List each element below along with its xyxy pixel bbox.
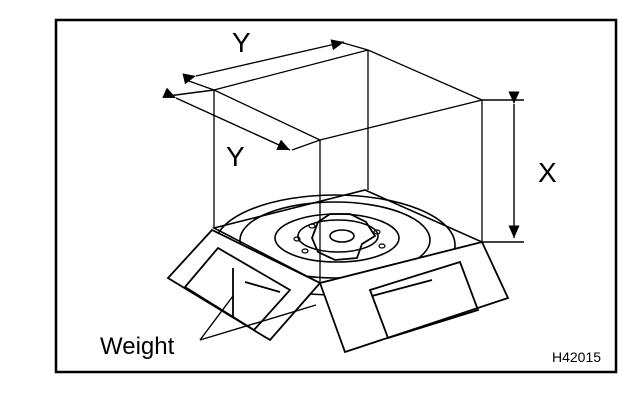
dimension-y-left [162,87,321,151]
hub-plate [311,213,377,261]
dimension-y-top [182,39,369,91]
weight-block-left [166,228,322,342]
weight-block-right [318,240,510,354]
right-block-inner [371,279,433,297]
wheel-rim [297,219,379,253]
hub-center [329,229,355,243]
figure-frame [54,18,618,374]
right-block-face [368,260,480,340]
left-block-face [183,246,292,332]
weight-callout [199,295,317,341]
tire-inner-1 [239,201,431,279]
dim-label-y-left: Y [226,141,245,172]
dim-label-x: X [538,157,557,188]
right-block-outline [318,240,510,354]
lug-holes [293,223,386,254]
dim-label-y-top: Y [232,27,251,58]
weight-label: Weight [100,333,175,360]
figure-code: H42015 [552,349,601,365]
left-block-inner [232,268,281,318]
dimension-x [482,91,524,243]
